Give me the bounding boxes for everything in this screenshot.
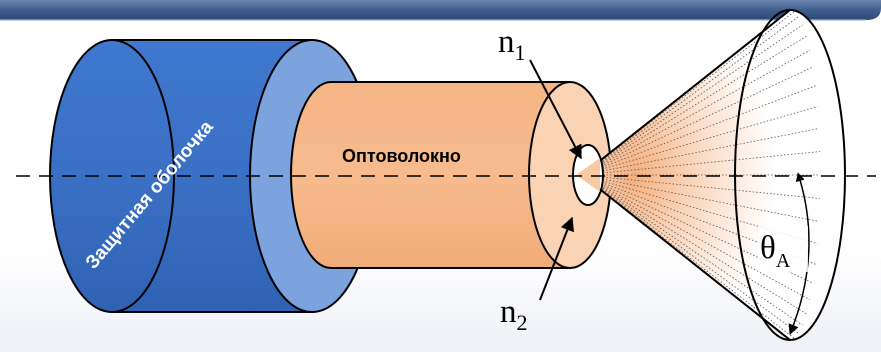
cone-ray bbox=[581, 106, 818, 176]
cladding-index-label: n2 bbox=[500, 294, 528, 335]
cone-ray bbox=[581, 174, 820, 199]
n2-leader-arrow bbox=[539, 216, 574, 301]
header-bar bbox=[0, 0, 881, 21]
acceptance-angle-arc bbox=[788, 172, 810, 335]
cone-ray bbox=[581, 24, 803, 176]
cladding-index-base: n bbox=[500, 294, 517, 330]
fiber-label: Оптоволокно bbox=[342, 146, 461, 166]
cone-ray bbox=[581, 11, 795, 176]
cone-base-ellipse bbox=[734, 9, 846, 341]
cone-ray bbox=[581, 49, 811, 176]
acceptance-cone bbox=[581, 9, 846, 341]
cone-ray bbox=[581, 151, 820, 176]
cone-ray bbox=[581, 174, 803, 326]
cone-ray bbox=[581, 174, 799, 334]
acceptance-angle-subscript: A bbox=[776, 250, 791, 272]
cone-ray bbox=[581, 174, 814, 284]
cone-ray bbox=[581, 66, 814, 176]
n1-leader-arrow bbox=[529, 59, 582, 160]
core-index-subscript: 1 bbox=[515, 40, 526, 65]
core-index-label: n1 bbox=[498, 24, 526, 65]
acceptance-angle-base: θ bbox=[760, 230, 776, 266]
core-index-base: n bbox=[498, 24, 515, 60]
cladding-index-subscript: 2 bbox=[517, 310, 528, 335]
acceptance-angle-label: θA bbox=[760, 230, 791, 272]
cone-ray bbox=[581, 174, 795, 339]
fiber-cylinder bbox=[290, 81, 612, 269]
cone-ray bbox=[581, 174, 811, 301]
cone-ray bbox=[581, 16, 799, 176]
